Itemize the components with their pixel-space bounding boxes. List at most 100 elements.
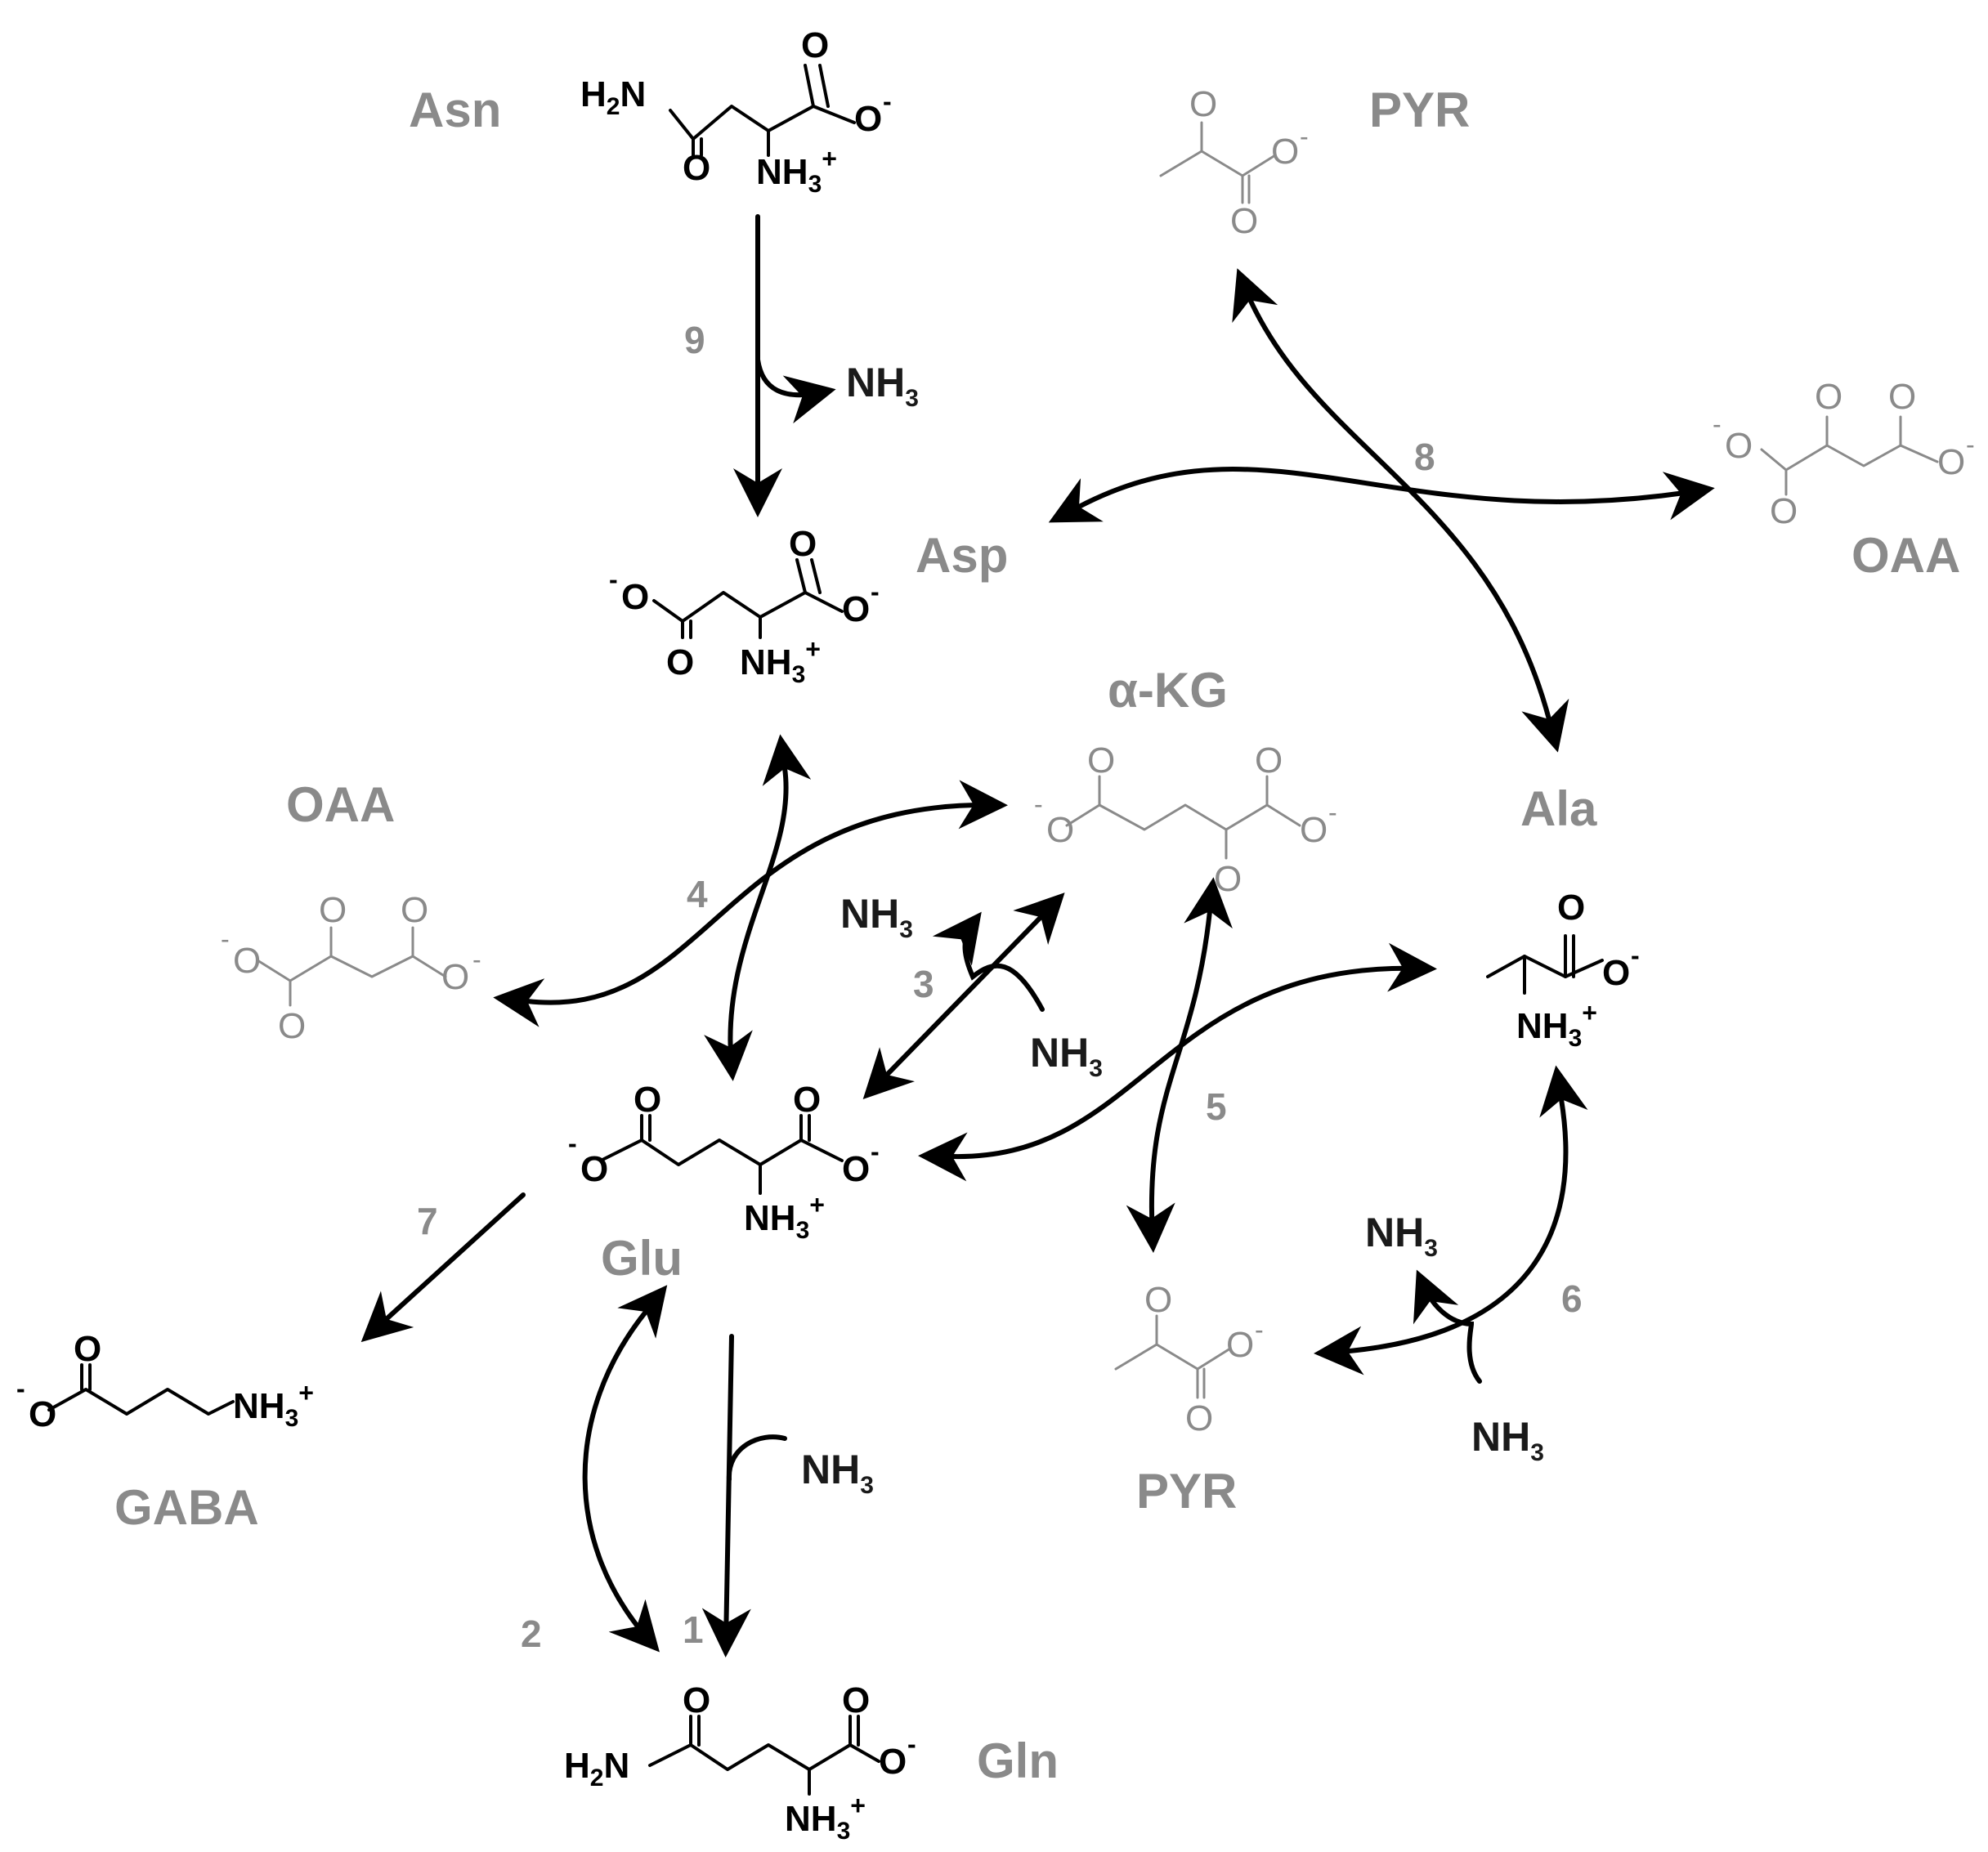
svg-text:O: O bbox=[580, 1149, 608, 1189]
svg-text:O: O bbox=[666, 642, 694, 682]
svg-text:O: O bbox=[1255, 740, 1283, 781]
asn-amine: NH3+ bbox=[756, 144, 837, 198]
label-gaba: GABA bbox=[114, 1480, 259, 1535]
svg-text:-: - bbox=[1328, 798, 1337, 827]
nh3-reaction-3-in: NH3 bbox=[1030, 1030, 1103, 1082]
svg-text:-: - bbox=[1713, 409, 1722, 439]
label-oaa-right: OAA bbox=[1851, 528, 1960, 583]
svg-text:O: O bbox=[319, 890, 347, 930]
label-gln: Gln bbox=[977, 1733, 1059, 1788]
svg-text:O: O bbox=[801, 25, 829, 65]
structure-asn: H2N O O - O NH3+ bbox=[580, 25, 892, 198]
svg-text:O: O bbox=[29, 1394, 56, 1434]
arrow-reaction-9 bbox=[733, 214, 836, 517]
svg-text:O: O bbox=[1770, 491, 1798, 531]
svg-text:O: O bbox=[401, 890, 428, 930]
svg-text:-: - bbox=[1255, 1315, 1264, 1344]
label-glu: Glu bbox=[601, 1231, 683, 1286]
reaction-number-9: 9 bbox=[684, 319, 705, 361]
svg-text:O: O bbox=[1214, 859, 1242, 899]
svg-text:O: O bbox=[621, 577, 649, 617]
svg-text:NH3+: NH3+ bbox=[785, 1791, 866, 1845]
svg-text:-: - bbox=[1966, 430, 1975, 459]
svg-text:O: O bbox=[1230, 201, 1258, 241]
label-asn: Asn bbox=[409, 83, 501, 137]
nh3-reaction-9: NH3 bbox=[846, 360, 919, 412]
svg-text:O: O bbox=[1937, 442, 1965, 482]
structure-oaa-right: - O O O O - O bbox=[1713, 377, 1975, 531]
structure-pyr-bottom: O O - O bbox=[1114, 1280, 1264, 1438]
label-pyr-top: PYR bbox=[1369, 83, 1470, 137]
reaction-number-2: 2 bbox=[521, 1613, 542, 1655]
svg-text:O: O bbox=[683, 148, 710, 188]
svg-text:-: - bbox=[221, 924, 230, 954]
structure-gaba: - O O NH3+ bbox=[16, 1329, 314, 1434]
svg-text:O: O bbox=[789, 524, 817, 564]
svg-text:-: - bbox=[16, 1374, 25, 1403]
svg-text:O: O bbox=[1725, 426, 1753, 466]
structure-asp: - O O O - O NH3+ bbox=[609, 524, 880, 688]
svg-text:O: O bbox=[854, 99, 882, 139]
svg-text:-: - bbox=[871, 1137, 880, 1166]
svg-text:O: O bbox=[1087, 740, 1115, 781]
reaction-number-3: 3 bbox=[913, 963, 934, 1005]
structure-oaa-left: - O O O O - O bbox=[221, 890, 481, 1046]
reaction-number-8: 8 bbox=[1414, 436, 1435, 478]
svg-text:O: O bbox=[879, 1742, 907, 1782]
svg-text:O: O bbox=[1144, 1280, 1172, 1320]
svg-text:O: O bbox=[1300, 810, 1328, 850]
svg-text:-: - bbox=[609, 565, 618, 594]
svg-text:O: O bbox=[634, 1080, 661, 1120]
arrow-reaction-2 bbox=[582, 1285, 668, 1653]
svg-text:O: O bbox=[1602, 953, 1630, 993]
arrow-reaction-1 bbox=[701, 1334, 787, 1657]
svg-text:O: O bbox=[1046, 810, 1074, 850]
arrow-reaction-8 bbox=[1048, 268, 1715, 753]
arrow-reaction-5 bbox=[918, 877, 1437, 1253]
arrow-reaction-4 bbox=[493, 734, 1008, 1081]
svg-text:O: O bbox=[233, 941, 261, 981]
reaction-number-5: 5 bbox=[1206, 1085, 1227, 1128]
label-ala: Ala bbox=[1520, 781, 1597, 836]
structure-pyr-top: O O - O bbox=[1159, 84, 1309, 241]
svg-text:O: O bbox=[1189, 84, 1217, 124]
svg-text:H2N: H2N bbox=[580, 74, 646, 120]
nh3-reaction-1: NH3 bbox=[801, 1447, 874, 1499]
svg-text:O: O bbox=[842, 589, 870, 629]
svg-text:O: O bbox=[74, 1329, 101, 1369]
structure-gln: H2N O O O - NH3+ bbox=[564, 1680, 916, 1845]
svg-text:O: O bbox=[1557, 888, 1585, 928]
svg-text:H2N: H2N bbox=[564, 1746, 629, 1792]
structure-akg: - O O O O - O bbox=[1034, 740, 1337, 899]
svg-text:NH3+: NH3+ bbox=[744, 1190, 825, 1244]
nh3-reaction-3-out: NH3 bbox=[840, 891, 913, 943]
svg-text:O: O bbox=[842, 1680, 870, 1720]
structure-ala: O O - NH3+ bbox=[1486, 888, 1640, 1052]
label-asp: Asp bbox=[916, 528, 1008, 583]
svg-text:NH3+: NH3+ bbox=[1516, 998, 1597, 1052]
svg-text:O: O bbox=[1185, 1398, 1213, 1438]
arrow-reaction-7 bbox=[360, 1192, 526, 1343]
svg-text:O: O bbox=[1888, 377, 1916, 417]
nh3-reaction-6-out: NH3 bbox=[1365, 1210, 1438, 1262]
svg-text:-: - bbox=[907, 1729, 916, 1759]
svg-text:-: - bbox=[472, 945, 481, 974]
structure-glu: - O O O O - NH3+ bbox=[568, 1080, 880, 1244]
svg-text:NH3+: NH3+ bbox=[740, 634, 821, 688]
svg-text:O: O bbox=[793, 1080, 821, 1120]
reaction-number-6: 6 bbox=[1561, 1277, 1583, 1320]
nh3-reaction-6-in: NH3 bbox=[1471, 1414, 1544, 1466]
svg-text:O: O bbox=[441, 957, 469, 997]
svg-text:O: O bbox=[278, 1006, 306, 1046]
svg-text:NH3+: NH3+ bbox=[233, 1378, 314, 1432]
label-akg: α-KG bbox=[1108, 663, 1228, 718]
label-pyr-bottom: PYR bbox=[1136, 1464, 1237, 1519]
svg-text:O: O bbox=[683, 1680, 710, 1720]
svg-text:O: O bbox=[842, 1149, 870, 1189]
svg-text:-: - bbox=[1300, 122, 1309, 151]
reaction-number-1: 1 bbox=[683, 1608, 704, 1651]
svg-text:-: - bbox=[883, 87, 892, 116]
svg-text:O: O bbox=[1226, 1325, 1254, 1365]
svg-text:O: O bbox=[1815, 377, 1842, 417]
